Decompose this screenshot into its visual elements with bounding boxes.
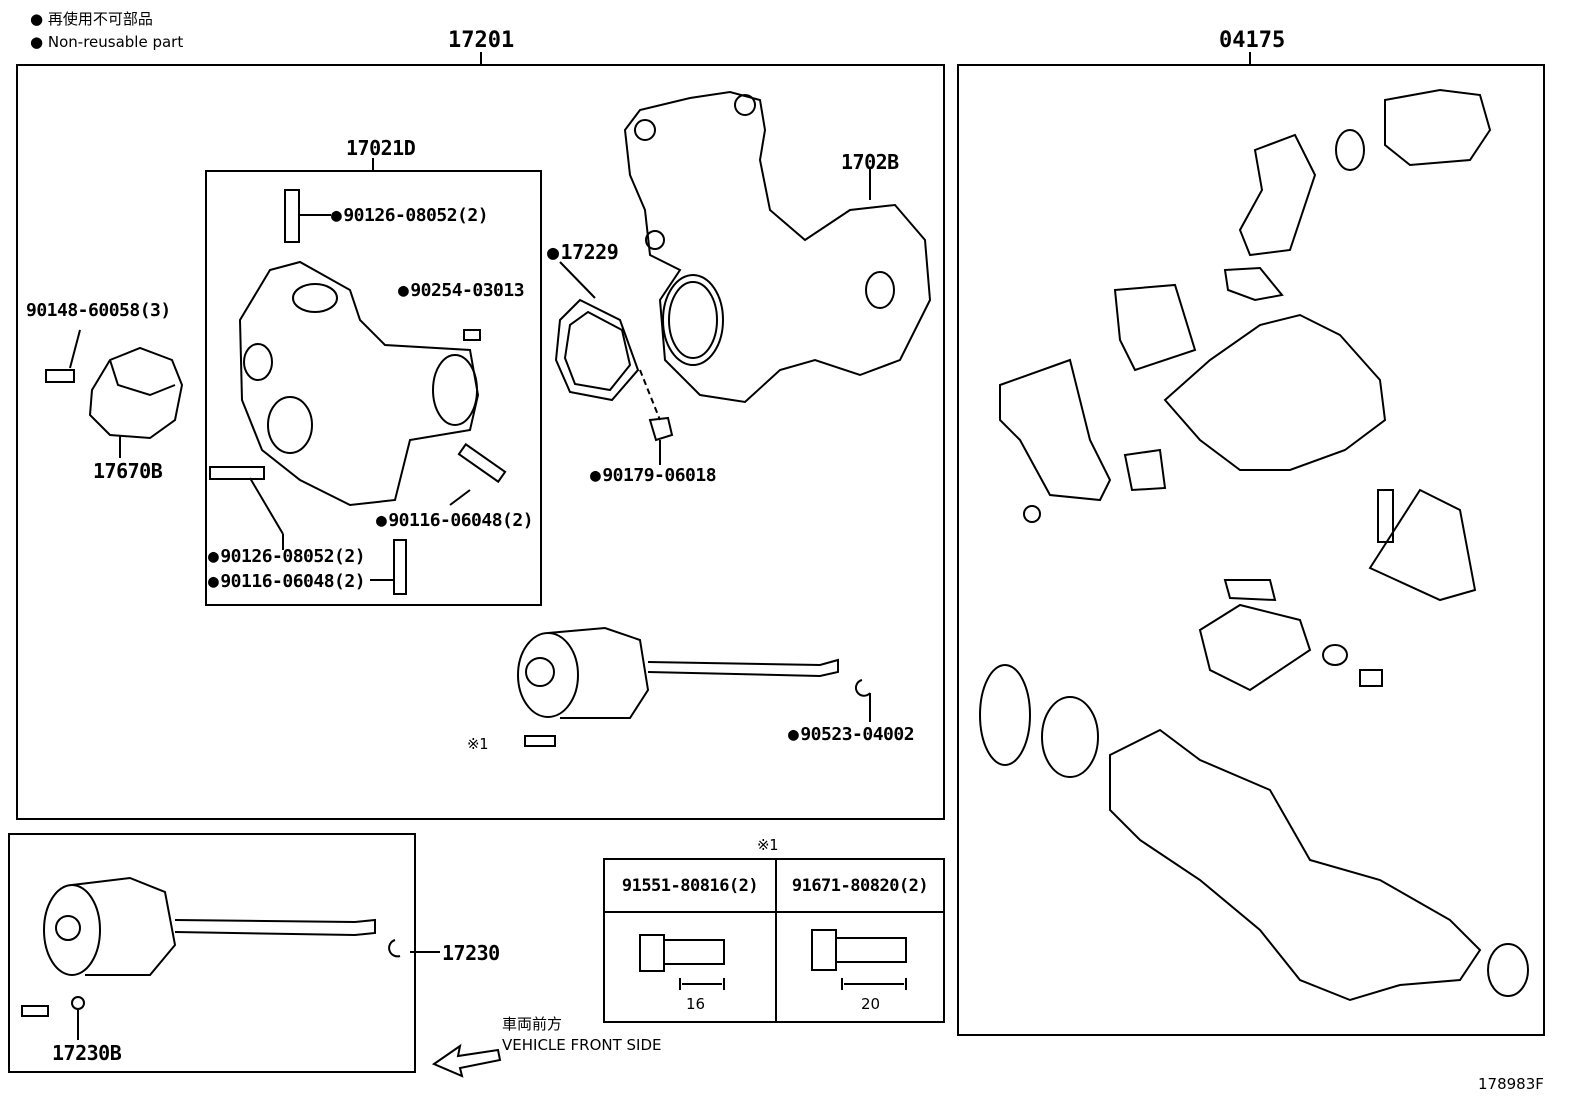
- legend-en-text: Non-reusable part: [47, 33, 184, 51]
- frame-04175: [957, 64, 1545, 1036]
- bolt-table-cell-2: [775, 911, 945, 1023]
- bolt-table: 91551-80816(2) 91671-80820(2): [603, 858, 945, 1023]
- bolt-table-header-2: 91671-80820(2): [775, 858, 945, 913]
- part-label-17230[interactable]: 17230: [442, 941, 500, 965]
- part-actuator-drawing: [517, 626, 871, 747]
- bolt-table-header-1: 91551-80816(2): [603, 858, 777, 913]
- part-label-90126-08052-bottom[interactable]: 90126-08052(2): [208, 546, 365, 567]
- bolt-part-91671[interactable]: 91671-80820(2): [791, 875, 929, 896]
- part-1702B-drawing: [623, 90, 932, 404]
- part-label-90126-08052-top[interactable]: 90126-08052(2): [331, 205, 488, 226]
- part-label-90148-60058[interactable]: 90148-60058(3): [26, 300, 171, 321]
- subgroup-label-17021D[interactable]: 17021D: [346, 136, 416, 160]
- filled-dot-icon: ●: [30, 10, 44, 28]
- bolt-part-91551[interactable]: 91551-80816(2): [621, 875, 759, 896]
- part-17230-drawing: [21, 876, 440, 1040]
- bolt-length-16: 16: [686, 995, 706, 1013]
- group-label-04175[interactable]: 04175: [1219, 28, 1286, 53]
- front-side-jp: 車両前方: [502, 1015, 563, 1033]
- bolt-table-title: ※1: [757, 836, 778, 854]
- part-17229-drawing: [554, 261, 674, 465]
- bolt-table-cell-1: [603, 911, 777, 1023]
- legend-non-reusable-jp: ● 再使用不可部品: [30, 8, 153, 29]
- bolt-length-20: 20: [861, 995, 881, 1013]
- part-label-90179-06018[interactable]: 90179-06018: [590, 465, 716, 486]
- figure-id: 178983F: [1478, 1075, 1544, 1093]
- part-04175-drawing: [979, 88, 1529, 1002]
- legend-non-reusable-en: ● Non-reusable part: [30, 33, 183, 51]
- filled-dot-icon: ●: [30, 33, 44, 51]
- front-arrow-icon: [431, 1043, 502, 1078]
- legend-jp-text: 再使用不可部品: [47, 10, 153, 28]
- part-label-90523-04002[interactable]: 90523-04002: [788, 724, 914, 745]
- part-label-17229[interactable]: 17229: [547, 240, 619, 264]
- part-label-90116-06048-right[interactable]: 90116-06048(2): [376, 510, 533, 531]
- bolt-drawings: [639, 929, 907, 990]
- part-17670B-drawing: [45, 329, 184, 458]
- part-label-90116-06048-bottom[interactable]: 90116-06048(2): [208, 571, 365, 592]
- frame-17201: [16, 64, 945, 820]
- group-label-17201[interactable]: 17201: [448, 28, 515, 53]
- part-17021D-drawing: [209, 189, 507, 595]
- part-label-90254-03013[interactable]: 90254-03013: [398, 280, 524, 301]
- note-mark-1: ※1: [467, 735, 488, 753]
- front-side-en: VEHICLE FRONT SIDE: [502, 1036, 662, 1054]
- frame-17021D: [205, 170, 542, 606]
- part-label-17230B[interactable]: 17230B: [52, 1041, 122, 1065]
- part-label-17670B[interactable]: 17670B: [93, 459, 163, 483]
